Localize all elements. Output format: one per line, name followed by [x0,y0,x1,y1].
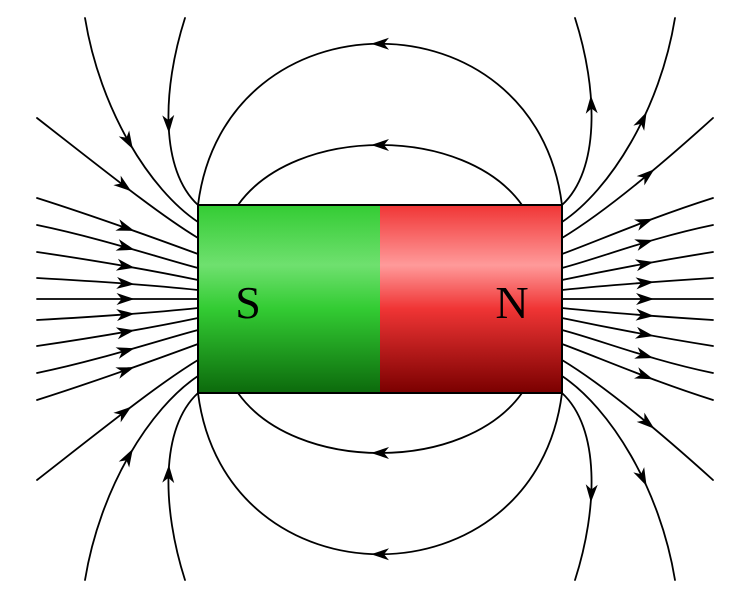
arrow-5 [116,293,135,305]
arrow-22 [635,308,654,321]
arrow-18 [162,114,175,134]
arrow-11 [115,347,135,359]
field-line-loop-bottom-outer [197,392,563,556]
field-line-right-7 [561,329,714,374]
field-line-loop-bottom-inner [237,392,523,454]
arrow-31 [633,112,647,131]
bar-magnet: S N [197,204,563,394]
arrow-4 [371,548,390,561]
field-line-left-14 [167,17,199,206]
arrow-27 [634,218,654,231]
field-line-right-9 [561,343,714,401]
field-line-right-11 [561,359,714,481]
arrow-34 [585,484,598,503]
north-pole [380,205,562,393]
field-direction-arrows [113,37,655,561]
field-line-right-14 [561,17,593,206]
field-line-right-5 [561,317,714,347]
arrow-13 [115,367,135,379]
arrow-15 [113,406,132,423]
field-line-loop-top-outer [197,42,563,206]
arrow-25 [634,239,654,251]
arrow-19 [162,464,175,484]
field-line-left-7 [36,329,199,374]
arrow-23 [634,259,654,272]
field-line-right-2 [561,277,714,291]
arrow-8 [115,258,135,271]
field-line-right-3 [561,307,714,321]
arrow-24 [634,326,654,339]
arrow-29 [636,169,655,186]
arrow-20 [636,293,655,305]
north-pole-label: N [495,277,528,328]
arrow-21 [635,277,654,290]
field-line-right-10 [561,117,714,239]
south-pole [198,205,380,393]
arrow-16 [118,130,133,150]
arrow-6 [116,276,135,289]
field-line-left-5 [36,317,199,347]
field-line-right-12 [561,17,676,223]
arrow-26 [634,347,654,359]
field-line-left-13 [84,375,199,581]
arrow-7 [116,309,135,322]
field-line-loop-top-inner [237,144,523,206]
arrow-28 [634,367,654,380]
field-line-right-15 [561,392,593,581]
field-line-left-6 [36,224,199,269]
field-line-right-8 [561,197,714,255]
arrow-12 [115,219,135,231]
arrow-2 [371,37,390,50]
arrow-17 [118,448,133,468]
arrow-9 [115,327,135,340]
arrow-32 [633,467,647,486]
arrow-30 [636,412,655,429]
magnet-outline [197,204,563,394]
arrow-1 [371,138,390,151]
arrow-10 [115,239,135,251]
arrow-33 [585,95,598,114]
field-line-right-4 [561,251,714,281]
field-line-left-11 [36,359,199,481]
field-line-left-12 [84,17,199,223]
south-pole-label: S [235,277,261,328]
arrow-3 [371,447,390,460]
field-line-right-13 [561,375,676,581]
field-line-right-6 [561,224,714,269]
field-line-left-15 [167,392,199,581]
field-line-left-10 [36,117,199,239]
field-line-left-4 [36,251,199,281]
arrow-14 [113,175,132,192]
